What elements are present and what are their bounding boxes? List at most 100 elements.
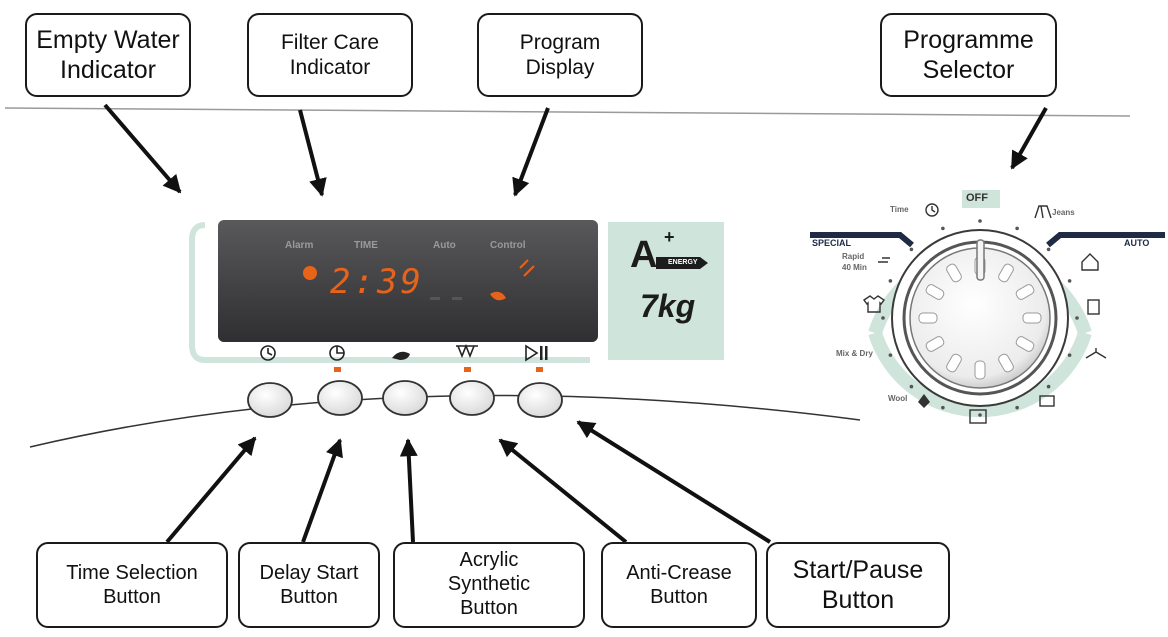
dial-label-special: SPECIAL [812,238,852,248]
callout-line: Program [519,30,601,54]
dial-dot [1075,316,1079,320]
callout-time-selection-button: Time Selection Button [36,542,228,628]
callout-line: Programme [903,26,1034,54]
display-segment [452,297,462,300]
dial-grip [974,360,986,380]
delay-start-button[interactable] [317,380,363,416]
delay-start-icon [329,345,345,361]
auto-control-icon [519,259,535,277]
callout-line: Time Selection [66,562,198,584]
energy-arrow [656,257,708,269]
callout-delay-start-button: Delay Start Button [238,542,380,628]
panel-curve-line [29,394,861,448]
capacity-label: 7kg [640,288,696,324]
rapid-icon [878,257,890,263]
leaf-icon [490,291,506,301]
dial-dot [888,279,893,283]
dial-dot [941,405,945,410]
display-segment [430,297,440,300]
arrow-time-selection [165,436,257,544]
callout-line: Button [650,586,708,608]
callout-line: Synthetic [447,573,531,595]
dial-dot [1067,353,1072,357]
dial-grip [925,336,945,352]
hanger-icon [1085,348,1107,359]
arrow-anti-crease [498,438,628,544]
callout-line: Anti-Crease [626,562,732,584]
dial-grip [1015,284,1035,300]
callout-line: Button [460,597,518,619]
callout-line: Start/Pause [792,556,924,584]
dial-grip [998,263,1014,283]
dial-position-dots [881,219,1079,417]
callout-line: Selector [922,56,1015,84]
dial-label-off: OFF [966,192,988,204]
play-pause-icon [525,344,548,362]
callout-line: Indicator [289,56,371,79]
dial-dot [1015,226,1019,231]
callout-program-display: Program Display [477,13,643,97]
callout-acrylic-synthetic-button: Acrylic Synthetic Button [393,542,585,628]
dial-dot [978,219,982,223]
callout-line: Display [525,56,595,79]
display-label-alarm: Alarm [285,240,314,251]
energy-plus: + [664,227,675,247]
dial-grip [1022,312,1042,324]
anti-crease-button[interactable] [449,380,495,416]
callout-line: Filter Care [280,30,380,54]
auto-bar [1046,232,1165,248]
machine-top-edge [4,107,1131,117]
arrow-filter-care [298,109,327,197]
towel-icon [1087,299,1100,315]
program-display [218,220,598,342]
dial-grip [946,263,962,283]
alarm-indicator-light [303,266,317,280]
dial-dot [978,413,982,417]
display-label-time: TIME [354,240,378,251]
callout-empty-water-indicator: Empty Water Indicator [25,13,191,97]
time-clock-icon [925,203,939,217]
dial-label-jeans: Jeans [1052,208,1075,217]
time-selection-button[interactable] [247,382,293,418]
rinse-icon [1039,395,1055,407]
dial-grip [925,284,945,300]
start-pause-button[interactable] [517,382,563,418]
dial-dot [888,353,893,357]
time-digits: 2:39 [330,262,424,302]
arrow-acrylic-synthetic [399,438,418,543]
callout-line: Button [821,586,895,614]
panel-frame [189,222,590,363]
display-label-control: Control [490,240,526,251]
dial-label-time: Time [890,205,909,214]
acrylic-synthetic-button[interactable] [382,380,428,416]
dial-grip [998,353,1014,373]
dial-label-wool: Wool [888,394,908,403]
special-bar [810,232,914,248]
dial-dot [1046,247,1051,252]
dial-dot [909,384,914,389]
arrow-delay-start [301,438,343,543]
dial-dot [1015,405,1019,410]
callout-start-pause-button: Start/Pause Button [766,542,950,628]
acrylic-synthetic-icon [392,351,410,360]
arrow-start-pause [576,420,772,544]
dial-grip [946,353,962,373]
jeans-icon [1034,205,1052,219]
callout-programme-selector: Programme Selector [880,13,1057,97]
dial-label-rapid-40: 40 Min [842,263,867,272]
dial-dot [881,316,885,320]
start-pause-led [536,367,543,372]
arrow-programme-selector [1010,107,1048,170]
dial-pointer [976,239,985,281]
arrow-empty-water [103,103,182,194]
callout-line: Button [103,586,161,608]
callout-filter-care-indicator: Filter Care Indicator [247,13,413,97]
callout-line: Empty Water [36,26,180,54]
callout-line: Button [280,586,338,608]
auto-house-icon [1081,253,1099,271]
delay-start-led [334,367,341,372]
energy-class: A [630,234,658,276]
dial-label-rapid: Rapid [842,252,865,261]
dial-grip [918,312,938,324]
